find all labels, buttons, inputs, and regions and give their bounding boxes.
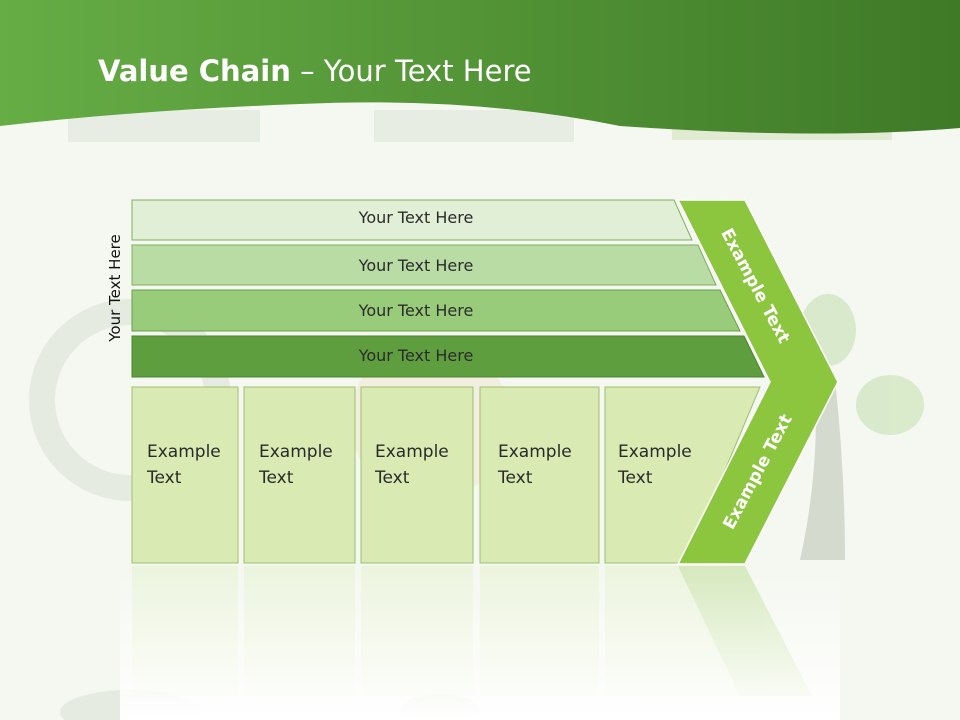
- box-5-line2: Text: [618, 468, 653, 488]
- page-title: Value Chain – Your Text Here: [98, 54, 532, 88]
- bar-3-label: Your Text Here: [358, 301, 474, 320]
- bar-1-label: Your Text Here: [358, 208, 474, 227]
- header-band: [0, 0, 960, 134]
- box-2-line1: Example: [259, 442, 333, 462]
- title-rest: – Your Text Here: [290, 54, 532, 88]
- bar-3: [131, 289, 741, 332]
- box-4-line2: Text: [498, 468, 533, 488]
- bar-4-label: Your Text Here: [358, 346, 474, 365]
- box-3-line1: Example: [375, 442, 449, 462]
- bar-2-label: Your Text Here: [358, 256, 474, 275]
- box-4: [479, 386, 600, 564]
- box-1-line1: Example: [147, 442, 221, 462]
- side-label: Your Text Here: [106, 234, 124, 342]
- box-3: [360, 386, 474, 564]
- bar-2: [131, 244, 717, 286]
- box-2-line2: Text: [259, 468, 294, 488]
- box-2: [243, 386, 356, 564]
- box-3-line2: Text: [375, 468, 410, 488]
- box-4-line1: Example: [498, 442, 572, 462]
- box-1: [131, 386, 239, 564]
- box-1-line2: Text: [147, 468, 182, 488]
- chevron-arrow: [676, 199, 839, 565]
- box-5-line1: Example: [618, 442, 692, 462]
- bar-1: [131, 199, 693, 241]
- bar-4: [131, 335, 765, 378]
- reflection-fade: [120, 566, 840, 720]
- title-bold: Value Chain: [98, 54, 291, 88]
